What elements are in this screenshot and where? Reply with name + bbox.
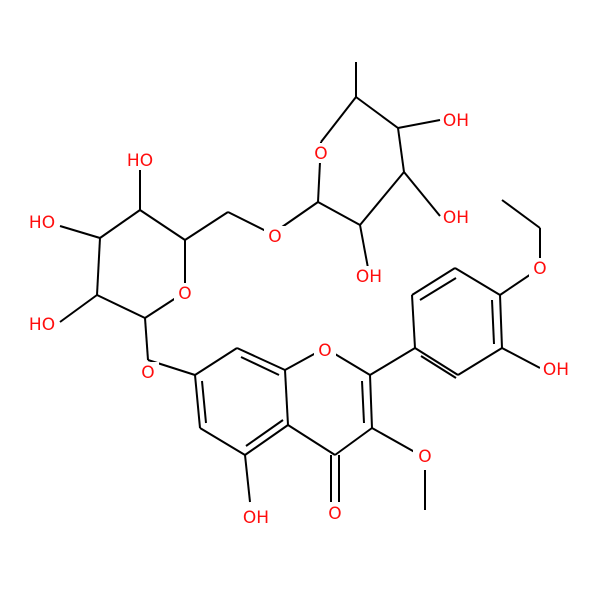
atom-label-o: O: [314, 144, 327, 164]
glycoside-oxygen: O: [137, 362, 159, 383]
bond: [397, 127, 405, 173]
bond: [359, 224, 369, 269]
atom-label-o: O: [318, 341, 331, 361]
bond: [99, 209, 141, 239]
atom-label-o: O: [268, 227, 281, 247]
bond: [369, 347, 416, 376]
bond: [317, 201, 361, 226]
bond: [199, 427, 246, 456]
bond: [236, 347, 286, 371]
glycosidic-link-oxygen: O: [264, 226, 286, 247]
atom-label-oh: OH: [443, 111, 469, 131]
rhamnose-ring-bonds: [271, 62, 441, 269]
a-ring-bonds: [194, 347, 289, 503]
bond: [359, 171, 405, 226]
bond: [240, 356, 280, 376]
bond: [184, 211, 229, 241]
bond: [59, 225, 101, 239]
atom-label-layer: O OH OH OH O HO HO HO: [26, 110, 572, 528]
bond: [419, 277, 457, 301]
bond: [194, 374, 201, 429]
atom-label-oh: OH: [443, 208, 469, 228]
rhamnose-ring-oxygen: O: [310, 143, 332, 164]
atom-label-o: O: [141, 363, 154, 383]
bond: [499, 294, 503, 349]
chromone-ring-oxygen: O: [314, 340, 336, 361]
bond: [96, 237, 101, 296]
bond: [371, 427, 421, 456]
bond: [194, 347, 238, 376]
bond: [414, 347, 459, 376]
bond: [320, 96, 357, 143]
bond: [457, 347, 503, 376]
bond: [355, 96, 399, 129]
glucose-ring-oxygen: O: [174, 283, 196, 304]
hydroxy-5: OH: [240, 506, 272, 528]
bond: [201, 380, 207, 424]
atom-label-oh: OH: [243, 508, 269, 528]
atom-label-o: O: [328, 504, 341, 524]
bond: [491, 299, 495, 345]
bond: [454, 267, 501, 296]
glucose-ring-bonds: [59, 168, 273, 376]
atom-label-ho: HO: [29, 213, 55, 233]
methoxy-4p-oxygen: O: [529, 258, 551, 279]
rhamnose-oh-3: OH: [442, 206, 472, 228]
atom-label-o: O: [178, 284, 191, 304]
bond: [334, 427, 373, 456]
bond: [96, 294, 146, 319]
glucose-oh-2: HO: [26, 314, 58, 335]
bond: [420, 355, 457, 379]
bond: [411, 294, 416, 349]
glucose-oh-3: HO: [26, 212, 58, 233]
bond: [403, 171, 441, 217]
bond: [144, 317, 149, 361]
atom-label-o: O: [533, 259, 546, 279]
bond: [284, 369, 289, 426]
bond: [397, 119, 441, 129]
bond: [59, 294, 98, 323]
carbonyl-oxygen: O: [324, 502, 346, 524]
hydroxy-3p: OH: [540, 359, 572, 380]
atom-label-oh: OH: [356, 267, 382, 287]
bond: [244, 424, 289, 456]
bond: [369, 374, 373, 429]
rhamnose-oh-2: OH: [355, 266, 385, 287]
bond: [411, 267, 456, 296]
atom-label-o: O: [418, 447, 431, 467]
c-ring-bonds: [284, 347, 426, 510]
bond: [501, 347, 541, 369]
atom-label-oh: OH: [543, 360, 569, 380]
glucose-oh-4: HO: [126, 150, 156, 171]
bond: [287, 424, 336, 456]
methoxy-3-oxygen: O: [413, 445, 437, 467]
bond: [244, 454, 251, 503]
rhamnose-oh-4: OH: [442, 110, 472, 131]
atom-label-ho: HO: [127, 151, 153, 171]
bond: [501, 199, 541, 229]
bond: [245, 419, 284, 447]
bond: [361, 380, 365, 424]
atom-label-ho: HO: [29, 315, 55, 335]
bond: [139, 209, 186, 241]
